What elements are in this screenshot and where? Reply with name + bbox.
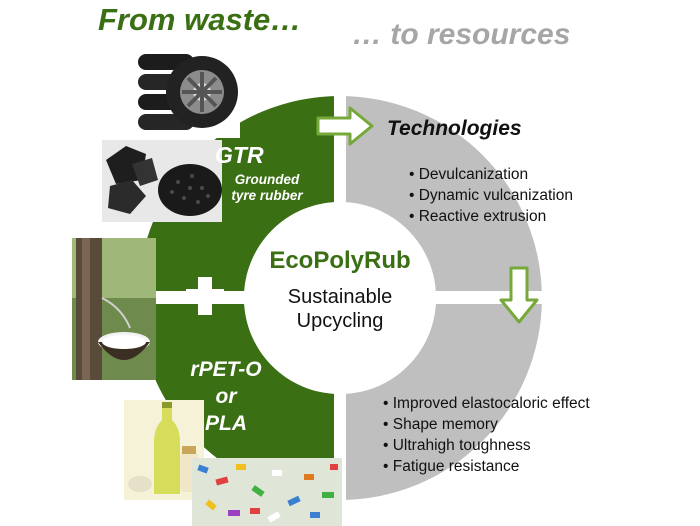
list-item: Reactive extrusion [409, 206, 573, 227]
list-item: Fatigue resistance [383, 456, 590, 477]
tyres-image [130, 48, 240, 138]
technologies-title: Technologies [387, 117, 522, 140]
center-disc [244, 202, 436, 394]
gtr-subtitle: Grounded tyre rubber [213, 172, 321, 204]
rpet-label: rPET-O or PLA [171, 356, 281, 437]
list-item: Improved elastocaloric effect [383, 393, 590, 414]
list-item: Ultrahigh toughness [383, 435, 590, 456]
list-item: Devulcanization [409, 164, 573, 185]
center-subtitle: Sustainable Upcycling [255, 285, 425, 333]
list-item: Dynamic vulcanization [409, 185, 573, 206]
arrow-right-icon [316, 106, 374, 146]
arrow-down-icon [499, 266, 539, 324]
title-to-resources: … to resources [352, 18, 571, 51]
rpet-line3: PLA [205, 412, 247, 435]
plus-icon [186, 277, 224, 315]
title-from-waste: From waste… [98, 2, 302, 37]
center-line2: Upcycling [296, 310, 384, 332]
plastic-flakes-image [192, 458, 342, 526]
gtr-label: GTR [215, 142, 264, 168]
rubber-tree-image [72, 238, 156, 380]
technologies-list: Devulcanization Dynamic vulcanization Re… [409, 164, 573, 227]
gtr-subtitle-line2: tyre rubber [231, 188, 303, 203]
center-title: EcoPolyRub [269, 247, 411, 274]
rpet-line1: rPET-O [190, 358, 262, 381]
center-line1: Sustainable [287, 286, 393, 308]
rubber-granules-image [102, 140, 222, 222]
list-item: Shape memory [383, 414, 590, 435]
bottles-image [124, 400, 204, 500]
rpet-line2: or [215, 385, 237, 408]
gtr-subtitle-line1: Grounded [234, 172, 300, 187]
properties-list: Improved elastocaloric effect Shape memo… [383, 393, 590, 477]
